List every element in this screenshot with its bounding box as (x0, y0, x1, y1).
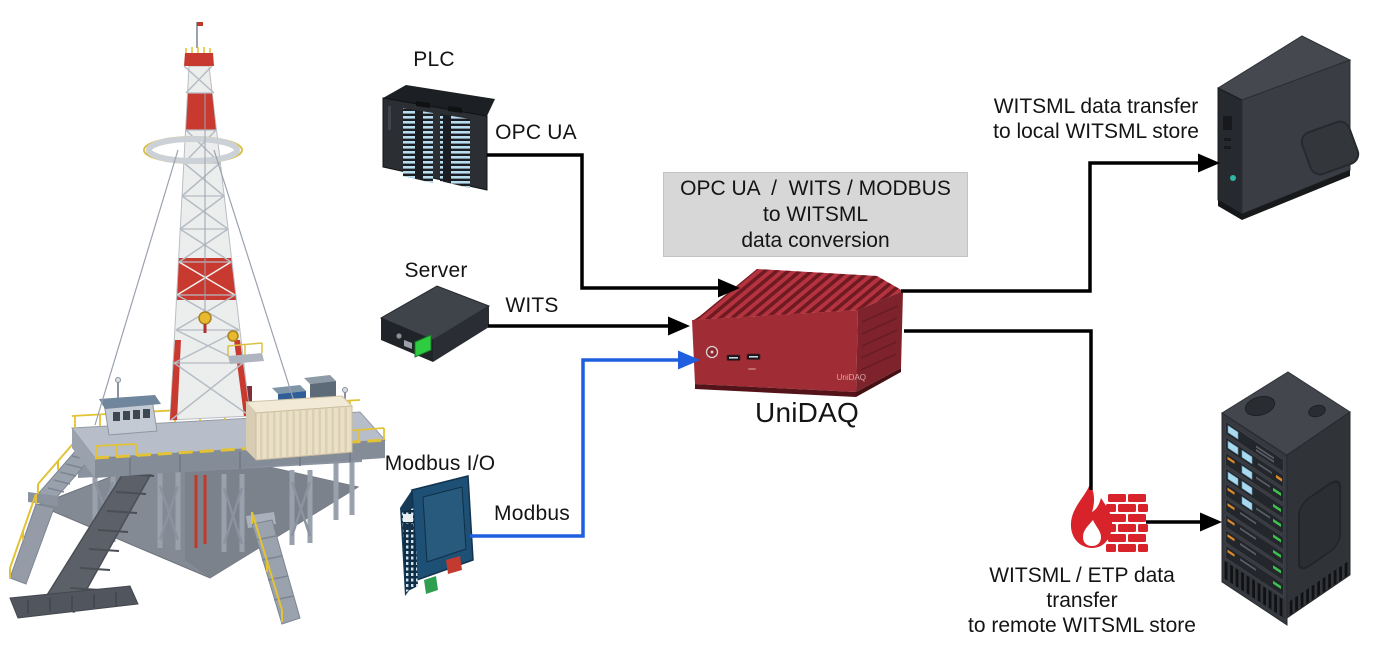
arrowheads (668, 153, 1222, 532)
conversion-box-line1: OPC UA / WITS / MODBUS (680, 177, 951, 200)
plc-device-icon (382, 85, 495, 191)
modbus-line (470, 358, 680, 538)
plc-label: PLC (413, 48, 455, 71)
remote-store-caption: WITSML / ETP data transfer to remote WIT… (951, 563, 1213, 638)
server-rack-icon (1221, 371, 1351, 626)
arrow-opc-ua (718, 278, 740, 298)
unidaq-gateway-icon: UniDAQ (692, 269, 903, 397)
unidaq-to-local-line (901, 161, 1198, 293)
desktop-tower-icon (1216, 35, 1360, 220)
local-store-caption-line1: WITSML data transfer (993, 95, 1199, 118)
conversion-box-line2: to WITSML (762, 203, 868, 226)
opc-ua-label: OPC UA (495, 121, 577, 144)
conversion-box-line3: data conversion (741, 229, 890, 252)
rig-container (244, 395, 354, 461)
firewall-bricks (1106, 494, 1148, 552)
arrow-to-remote-store (1200, 512, 1222, 532)
connection-lines (470, 153, 1200, 538)
arrow-to-local-store (1198, 153, 1220, 173)
local-store-caption-line2: to local WITSML store (993, 120, 1199, 143)
firewall-icon (1070, 484, 1148, 552)
wits-label: WITS (505, 294, 559, 317)
rig-derrick (94, 22, 301, 426)
modbus-io-label: Modbus I/O (384, 452, 496, 475)
rig-right-stairs (246, 511, 301, 625)
remote-store-caption-line2: to remote WITSML store (968, 614, 1196, 637)
remote-store-caption-line1: WITSML / ETP data transfer (989, 564, 1175, 612)
rack-bays (1225, 421, 1284, 597)
unidaq-label: UniDAQ (755, 397, 859, 428)
server-device-icon (379, 285, 491, 362)
arrow-modbus (678, 350, 700, 370)
local-store-caption: WITSML data transfer to local WITSML sto… (976, 94, 1216, 144)
unidaq-device-print: UniDAQ (837, 373, 866, 382)
server-label: Server (404, 259, 468, 282)
flame-shape (1070, 484, 1112, 548)
modbus-label: Modbus (494, 502, 570, 525)
rig-left-stairs (9, 437, 97, 585)
rig-ramp (9, 453, 164, 619)
rig-cabin (99, 395, 161, 436)
unidaq-to-firewall-line (904, 329, 1093, 490)
conversion-box: OPC UA / WITS / MODBUS to WITSML data co… (663, 172, 968, 257)
arrow-wits (668, 316, 690, 336)
drilling-rig-illustration (9, 22, 387, 625)
opc-ua-line (487, 153, 720, 290)
modbus-io-module-icon (400, 475, 474, 596)
